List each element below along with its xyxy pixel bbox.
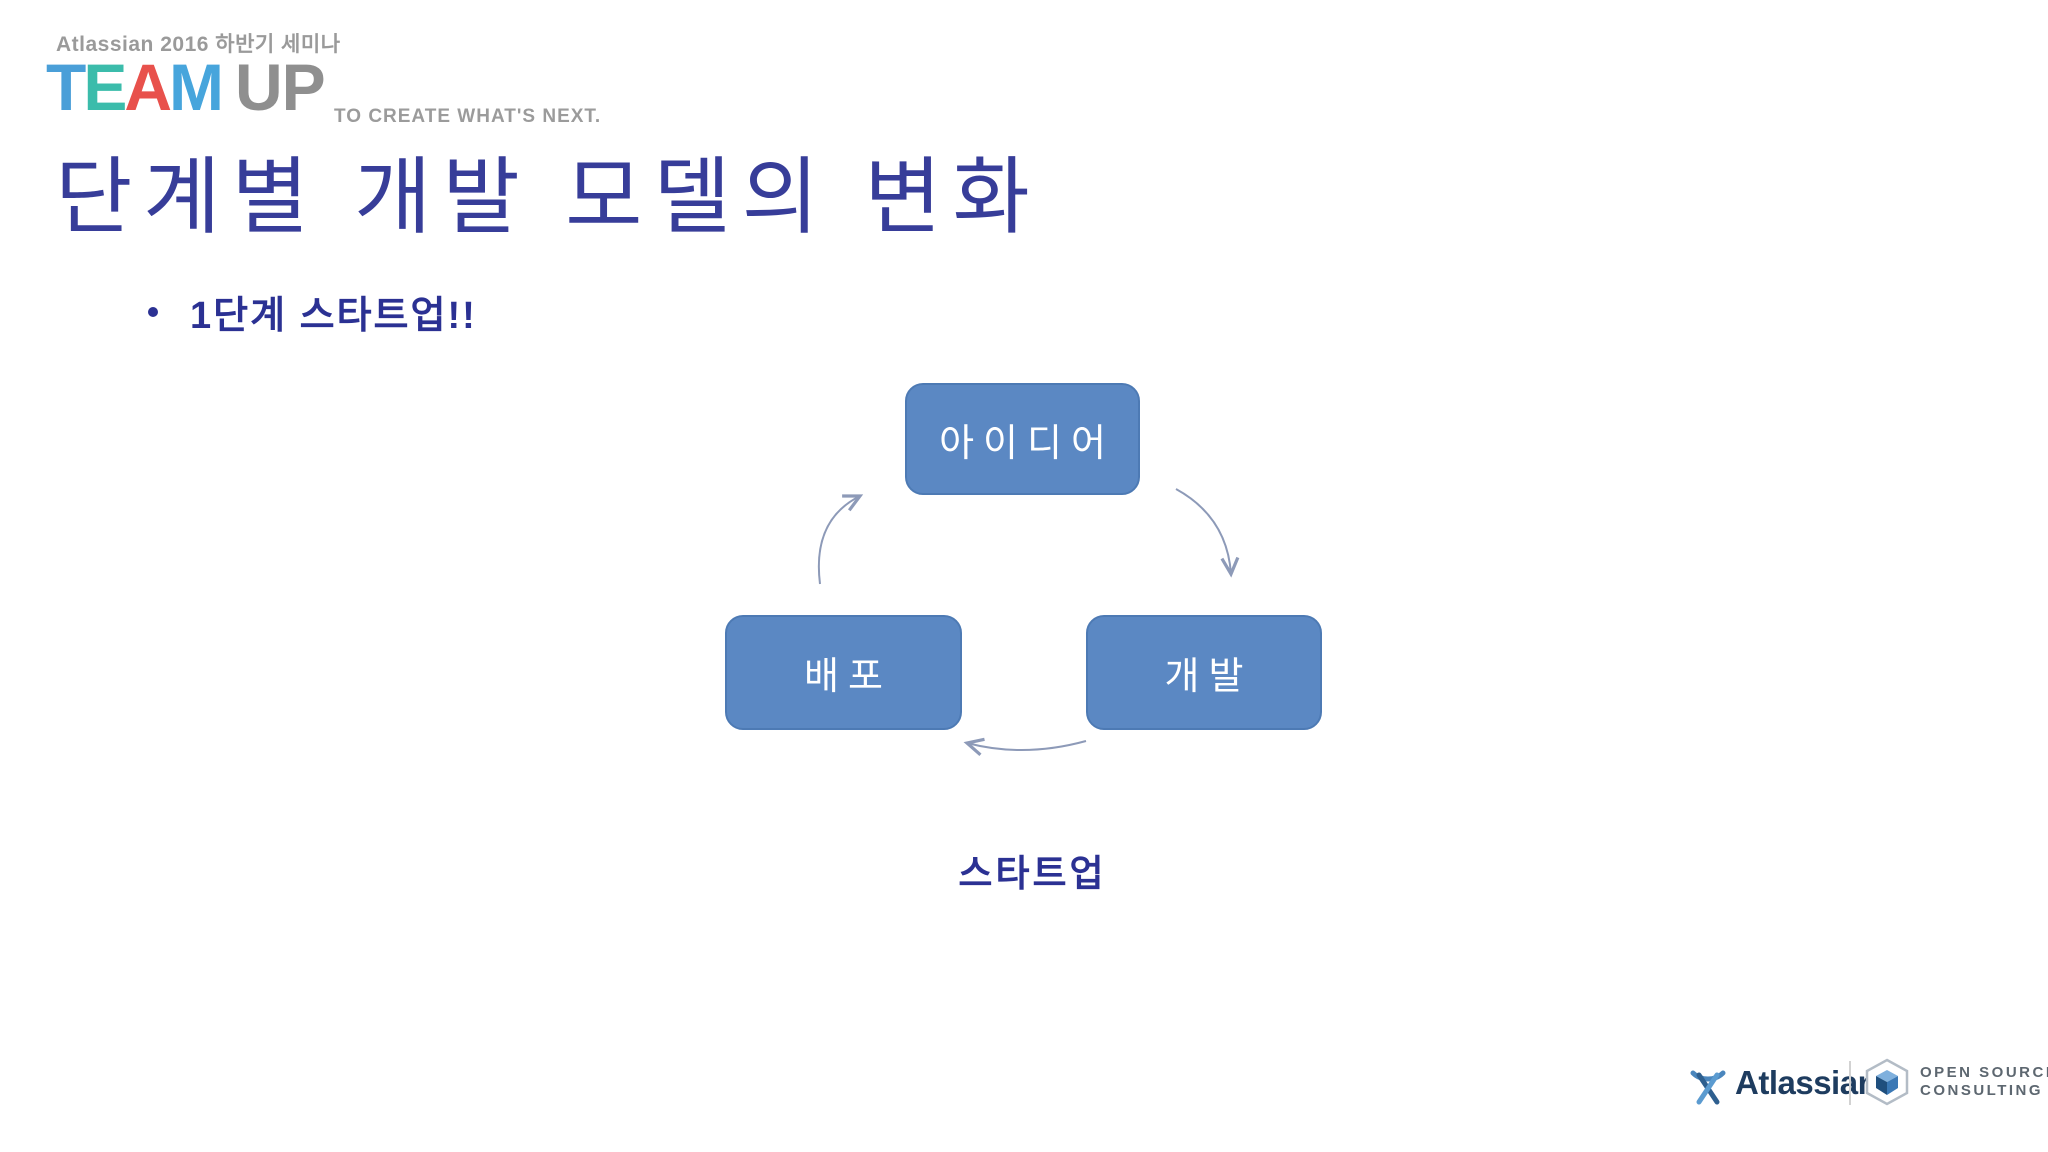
diagram-caption: 스타트업 xyxy=(958,853,1107,894)
open-source-consulting-logo: OPEN SOURCE CONSULTING xyxy=(1862,1057,2048,1107)
osc-wordmark: OPEN SOURCE CONSULTING xyxy=(1920,1064,2048,1100)
teamup-letter-e: E xyxy=(83,50,127,124)
teamup-letters-up: UP xyxy=(235,50,326,124)
osc-hexagon-icon xyxy=(1865,1058,1909,1106)
diagram-node-idea: 아이디어 xyxy=(905,383,1140,495)
osc-wordmark-line2: CONSULTING xyxy=(1920,1082,2044,1099)
bullet-dot xyxy=(148,306,158,317)
bullet-item: 1단계 스타트업!! xyxy=(148,284,477,339)
bullet-text: 1단계 스타트업!! xyxy=(190,295,477,337)
arrow-idea-to-develop xyxy=(1175,488,1240,578)
osc-wordmark-line1: OPEN SOURCE xyxy=(1920,1064,2048,1081)
teamup-letter-m: M xyxy=(169,50,224,124)
arrow-develop-to-deploy xyxy=(963,737,1087,757)
seminar-label: Atlassian 2016 하반기 세미나 xyxy=(56,33,341,56)
atlassian-wordmark: Atlassian xyxy=(1735,1064,1878,1101)
diagram-node-deploy: 배포 xyxy=(725,615,962,730)
atlassian-logo: Atlassian xyxy=(1686,1060,1878,1106)
teamup-letter-t: T xyxy=(46,50,86,124)
arrow-deploy-to-idea xyxy=(817,494,864,585)
atlassian-charlie-icon xyxy=(1690,1070,1726,1105)
teamup-letter-a: A xyxy=(124,50,172,124)
diagram-node-develop: 개발 xyxy=(1086,615,1322,730)
page-title: 단계별 개발 모델의 변화 xyxy=(55,150,1041,244)
footer-divider xyxy=(1849,1061,1851,1105)
teamup-tagline: TO CREATE WHAT'S NEXT. xyxy=(334,106,602,127)
